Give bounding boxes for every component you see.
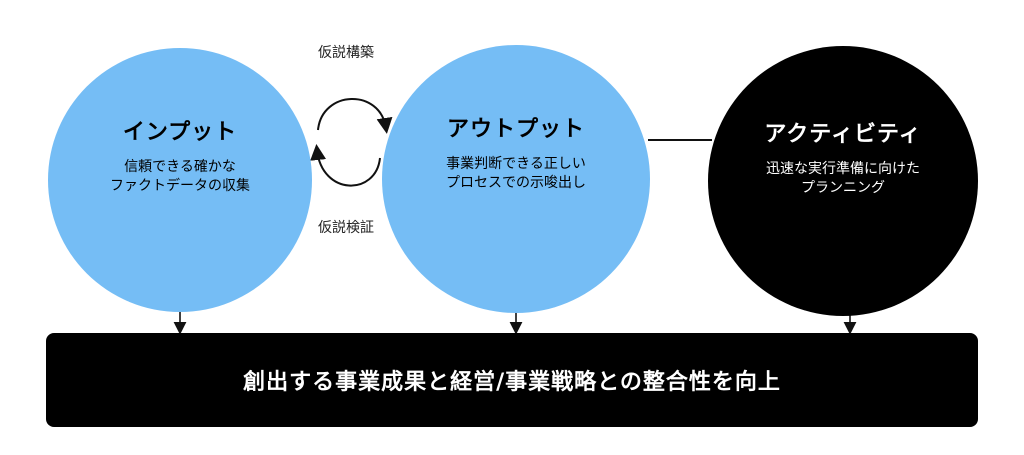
activity-title: アクティビティ bbox=[764, 122, 922, 147]
cycle-arrow-top bbox=[317, 98, 393, 134]
input-desc-line1: 信頼できる確かな bbox=[124, 159, 236, 175]
cycle-label-bottom: 仮説検証 bbox=[318, 220, 374, 236]
cycle-label-top: 仮説構築 bbox=[318, 45, 374, 61]
cycle-arrow-bottom bbox=[310, 144, 381, 187]
output-desc-line1: 事業判断できる正しい bbox=[446, 156, 586, 172]
output-circle: アウトプット 事業判断できる正しい プロセスでの示唆出し bbox=[382, 45, 650, 313]
output-title: アウトプット bbox=[446, 117, 585, 142]
output-desc-line2: プロセスでの示唆出し bbox=[446, 175, 586, 191]
banner-text: 創出する事業成果と経営/事業戦略との整合性を向上 bbox=[243, 370, 781, 395]
activity-circle: アクティビティ 迅速な実行準備に向けた プランニング bbox=[708, 46, 978, 316]
outcome-banner: 創出する事業成果と経営/事業戦略との整合性を向上 bbox=[46, 333, 978, 427]
input-circle: インプット 信頼できる確かな ファクトデータの収集 bbox=[48, 48, 312, 312]
activity-description: 迅速な実行準備に向けた プランニング bbox=[766, 160, 920, 198]
activity-desc-line1: 迅速な実行準備に向けた bbox=[766, 161, 920, 177]
input-description: 信頼できる確かな ファクトデータの収集 bbox=[110, 158, 250, 196]
output-description: 事業判断できる正しい プロセスでの示唆出し bbox=[446, 155, 586, 193]
input-desc-line2: ファクトデータの収集 bbox=[110, 178, 250, 194]
input-title: インプット bbox=[122, 120, 238, 145]
activity-desc-line2: プランニング bbox=[801, 180, 885, 196]
